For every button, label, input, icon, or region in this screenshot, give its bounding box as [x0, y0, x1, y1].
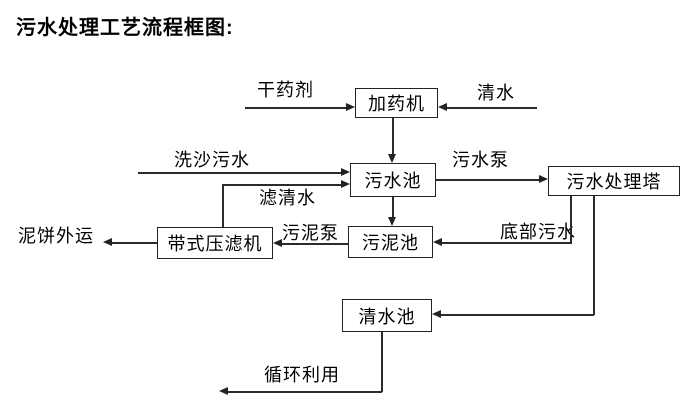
arrowhead-filtered-water-icon [341, 180, 350, 188]
node-sludge-pool: 污泥池 [348, 226, 433, 258]
node-sewage-pool-label: 污水池 [364, 171, 422, 191]
line-tower-to-clean-drop [593, 196, 595, 315]
arrowhead-sludge-pump-icon [273, 239, 282, 247]
label-bottom-sewage: 底部污水 [500, 222, 576, 242]
label-dry-chemical: 干药剂 [257, 80, 314, 100]
node-dosing-machine: 加药机 [355, 88, 438, 118]
label-sand-washing-sewage: 洗沙污水 [174, 150, 250, 170]
arrowhead-sewage-to-sludge-icon [388, 217, 396, 226]
label-mud-cake-outbound: 泥饼外运 [18, 226, 94, 246]
line-sewage-pump [436, 179, 539, 181]
line-dry-chemical [245, 107, 346, 109]
page-title: 污水处理工艺流程框图: [16, 17, 234, 39]
node-dosing-machine-label: 加药机 [368, 94, 425, 114]
label-clean-water: 清水 [477, 83, 515, 103]
line-bottom-sewage [442, 242, 572, 244]
line-recycle-drop [381, 332, 383, 392]
line-clean-water [447, 107, 537, 109]
node-clean-water-pool: 清水池 [342, 299, 432, 332]
label-filtered-clean-water: 滤清水 [259, 188, 316, 208]
node-treatment-tower-label: 污水处理塔 [566, 172, 662, 192]
arrowhead-sewage-pump-icon [539, 175, 548, 183]
arrowhead-bottom-sewage-icon [433, 238, 442, 246]
node-clean-water-pool-label: 清水池 [358, 306, 416, 327]
line-recycle [228, 391, 382, 393]
arrowhead-dosing-to-sewage-icon [388, 154, 396, 163]
arrowhead-recycle-icon [219, 387, 228, 395]
node-treatment-tower: 污水处理塔 [548, 166, 680, 196]
label-sewage-pump: 污水泵 [452, 150, 509, 170]
line-sand-washing [138, 172, 341, 174]
label-recycle-use: 循环利用 [264, 365, 340, 385]
line-filtered-water [222, 184, 341, 186]
node-belt-filter-press-label: 带式压滤机 [167, 234, 263, 254]
node-sewage-pool: 污水池 [350, 163, 436, 197]
line-tower-to-clean [441, 314, 594, 316]
node-belt-filter-press: 带式压滤机 [157, 227, 273, 259]
arrowhead-tower-to-clean-icon [432, 310, 441, 318]
arrowhead-sand-washing-icon [341, 168, 350, 176]
node-sludge-pool-label: 污泥池 [362, 233, 419, 253]
arrowhead-dry-chemical-icon [346, 103, 355, 111]
label-sludge-pump: 污泥泵 [282, 223, 339, 243]
arrowhead-clean-water-icon [438, 103, 447, 111]
line-sludge-pump [282, 243, 348, 245]
line-bottom-sewage-drop [570, 196, 572, 243]
line-sewage-to-sludge [392, 197, 394, 217]
line-mud-cake [112, 242, 157, 244]
line-dosing-to-sewage [392, 118, 394, 155]
arrowhead-mud-cake-icon [103, 238, 112, 246]
line-filtered-water-riser [222, 185, 224, 227]
